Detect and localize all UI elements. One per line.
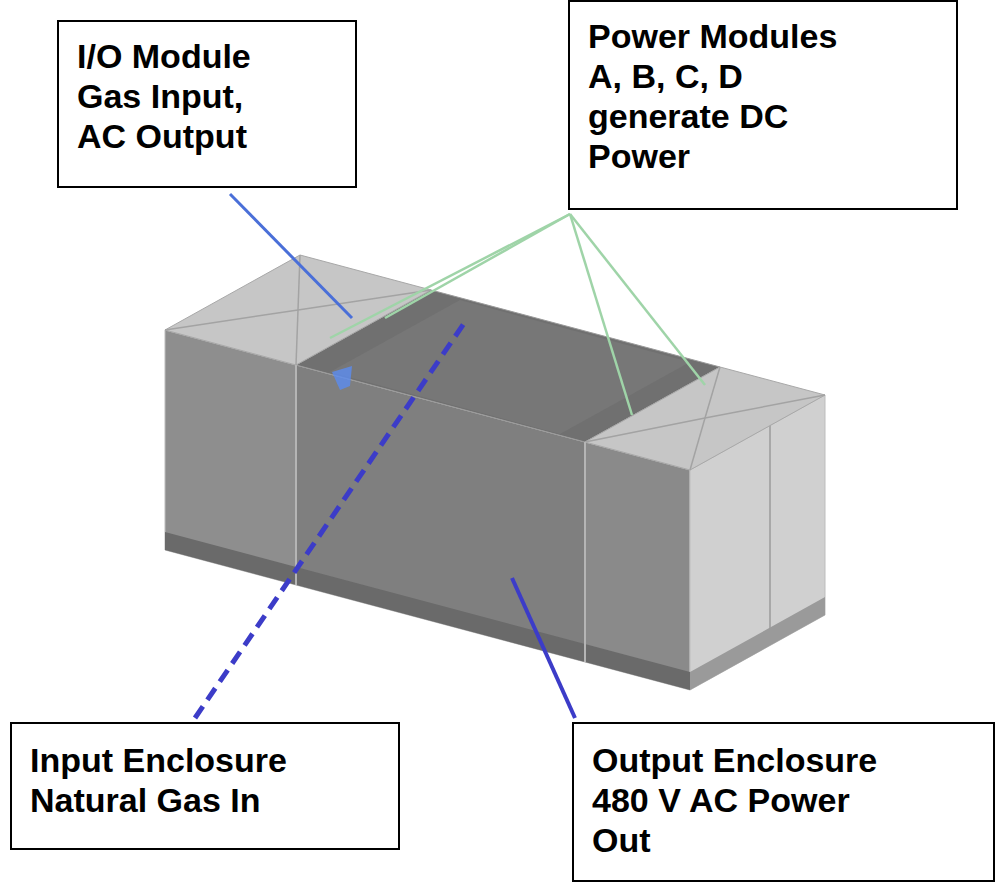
module-seam: [584, 442, 586, 662]
leader-line: [230, 194, 352, 318]
callout-box: I/O Module Gas Input, AC Output: [57, 20, 357, 188]
base-plinth: [165, 532, 690, 690]
callout-text: I/O Module Gas Input, AC Output: [77, 36, 287, 156]
callout-text: Power Modules A, B, C, D generate DC Pow…: [588, 16, 858, 176]
roof-ridges: [165, 255, 825, 470]
callout-box: Power Modules A, B, C, D generate DC Pow…: [568, 0, 958, 210]
leader-line: [512, 578, 575, 718]
callout-box: Input Enclosure Natural Gas In: [10, 722, 400, 850]
callout-text: Output Enclosure 480 V AC Power Out: [592, 740, 892, 860]
leader-lines: [330, 214, 705, 415]
io-highlight: [332, 366, 352, 390]
leader-line-dashed: [195, 322, 465, 718]
left-module-top: [165, 255, 431, 365]
callout-box: Output Enclosure 480 V AC Power Out: [572, 722, 995, 882]
panel-seam: [769, 425, 771, 645]
module-seam: [295, 365, 297, 585]
base-plinth-side: [690, 597, 825, 690]
callout-text: Input Enclosure Natural Gas In: [30, 740, 330, 820]
